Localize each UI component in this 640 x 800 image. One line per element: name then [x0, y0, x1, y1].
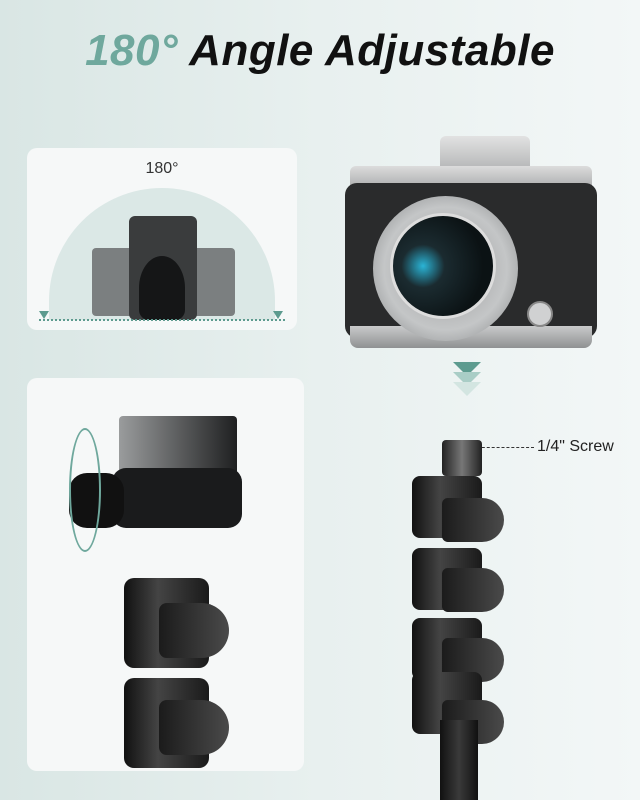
- rotate-arrow-icon: [69, 428, 101, 552]
- pole-lever: [442, 568, 504, 612]
- callout-line: [472, 447, 534, 448]
- screw-mount: [442, 440, 482, 476]
- page-title: 180° Angle Adjustable: [0, 26, 640, 76]
- knob: [139, 256, 185, 320]
- title-accent: 180°: [85, 26, 179, 75]
- leg-lever: [159, 700, 229, 755]
- camera-image: [345, 128, 597, 358]
- camera-button: [527, 301, 553, 327]
- leg-lever: [159, 603, 229, 658]
- head-bracket: [119, 416, 237, 476]
- chevron-down-icon: [452, 362, 482, 396]
- lens-glass: [390, 213, 496, 319]
- marker-left-icon: [39, 311, 49, 319]
- screw-callout-label: 1/4" Screw: [537, 438, 614, 455]
- title-main: Angle Adjustable: [189, 26, 555, 75]
- baseline: [39, 319, 285, 321]
- angle-diagram-card: 180°: [27, 148, 297, 330]
- pole-lever: [442, 498, 504, 542]
- angle-label: 180°: [145, 160, 179, 177]
- extended-pole-image: [412, 440, 507, 800]
- head-body: [112, 468, 242, 528]
- ball-head-card: [27, 378, 304, 771]
- marker-right-icon: [273, 311, 283, 319]
- pole-rod: [440, 720, 478, 800]
